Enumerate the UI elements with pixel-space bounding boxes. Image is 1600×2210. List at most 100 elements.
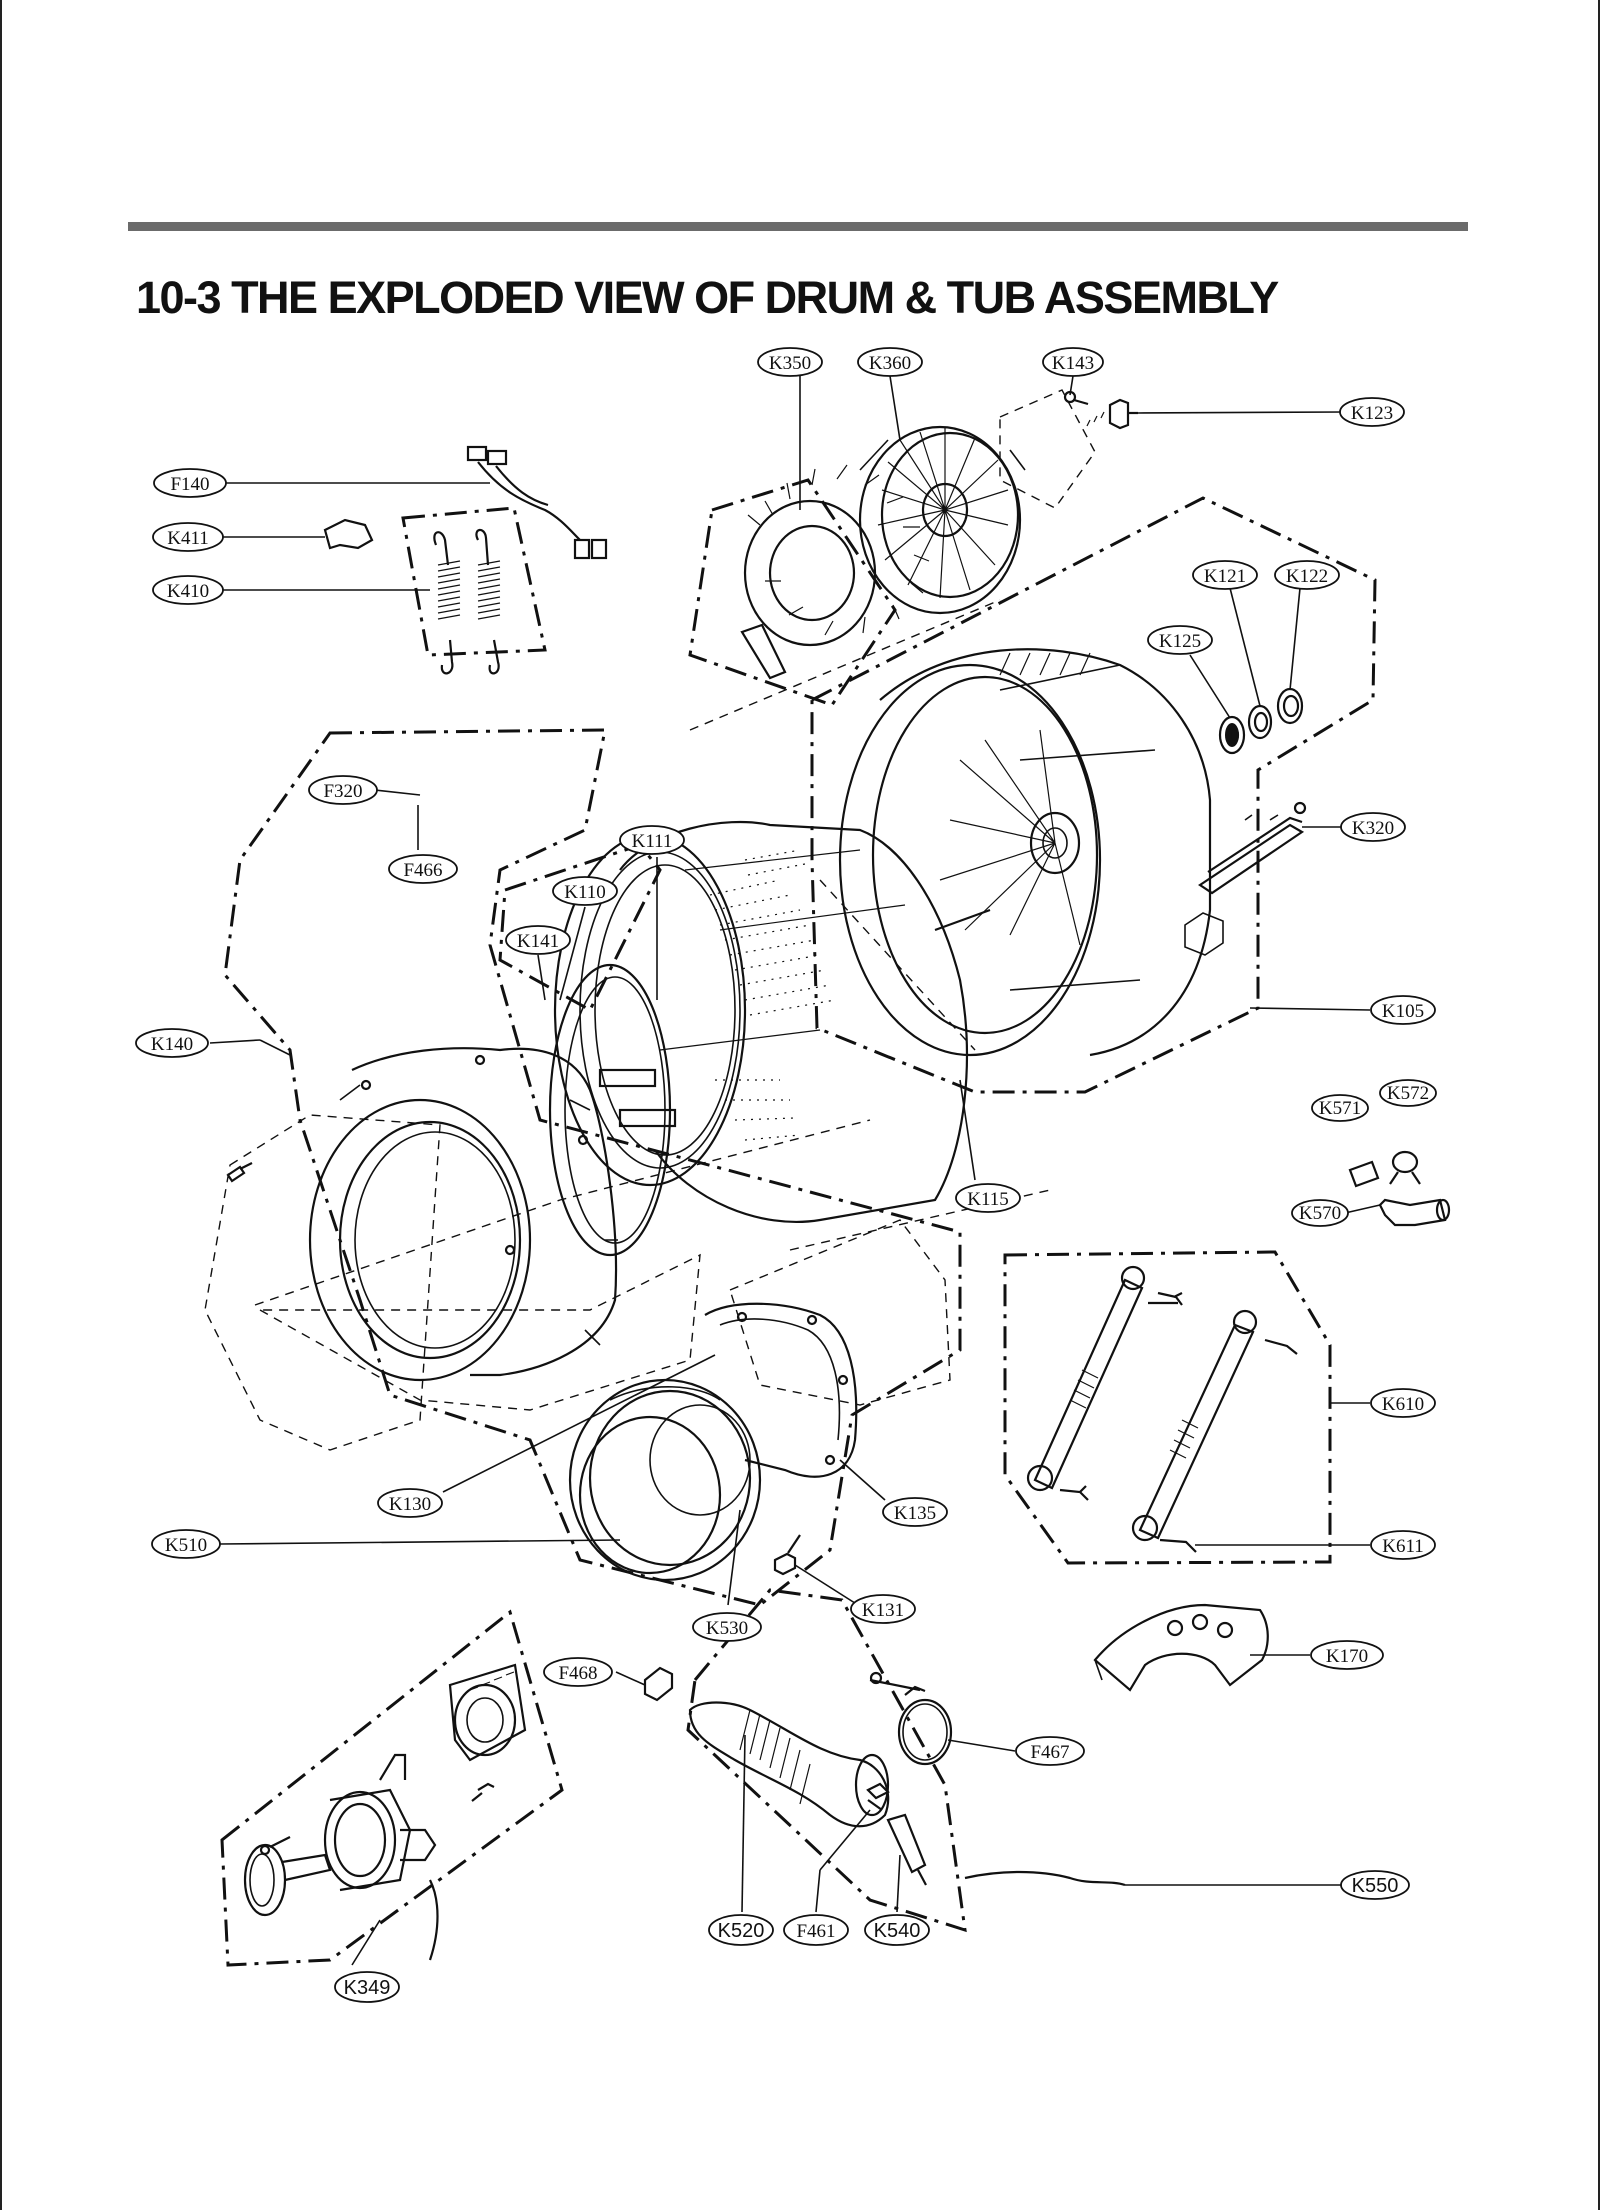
callout-f468: F468	[543, 1657, 613, 1687]
rotor-k360	[858, 425, 1026, 615]
svg-text:K111: K111	[632, 831, 673, 852]
clamp-f468	[643, 1666, 674, 1702]
screw-k131	[773, 1534, 801, 1576]
front-frame-projection	[257, 1253, 701, 1411]
svg-text:K320: K320	[1352, 818, 1394, 839]
callout-f320: F320	[308, 775, 378, 805]
callout-k570: K570	[1291, 1199, 1349, 1227]
springs-k410	[433, 528, 501, 675]
heater-k320	[1198, 801, 1307, 895]
pressure-sensor-k540	[886, 1813, 927, 1886]
svg-text:F466: F466	[403, 860, 442, 881]
leader-lines	[209, 375, 1381, 1966]
tub-front-group-boundary	[223, 728, 962, 1607]
wire-harness-f140	[466, 445, 608, 560]
callout-k572: K572	[1379, 1079, 1437, 1107]
callout-f461: F461	[783, 1914, 849, 1946]
svg-text:K141: K141	[517, 931, 559, 952]
svg-text:F140: F140	[170, 474, 209, 495]
motor-group-boundary	[688, 478, 897, 707]
svg-text:F461: F461	[796, 1921, 835, 1942]
callout-f140: F140	[153, 468, 227, 498]
svg-text:K125: K125	[1159, 631, 1201, 652]
callout-k611: K611	[1370, 1530, 1436, 1560]
callout-k115: K115	[955, 1183, 1021, 1213]
callout-k360: K360	[857, 347, 923, 377]
front-tub-projection	[204, 1114, 441, 1451]
lower-tub-projection	[729, 1219, 951, 1406]
spring-group-boundary	[401, 506, 547, 657]
damper-group-boundary	[1003, 1250, 1332, 1565]
front-bracket-k135	[704, 1302, 858, 1478]
svg-text:K610: K610	[1382, 1394, 1424, 1415]
callout-k141: K141	[505, 925, 571, 955]
callout-k530: K530	[692, 1612, 762, 1642]
svg-text:K123: K123	[1351, 403, 1393, 424]
svg-text:K130: K130	[389, 1494, 431, 1515]
svg-text:K411: K411	[167, 528, 209, 549]
callout-k143: K143	[1042, 347, 1104, 377]
door-gasket-k510	[568, 1378, 762, 1582]
callout-k110: K110	[552, 876, 618, 906]
svg-text:K349: K349	[344, 1977, 391, 1999]
svg-text:K115: K115	[967, 1189, 1009, 1210]
callout-k320: K320	[1340, 812, 1406, 842]
hose-clamp-f467	[869, 1671, 953, 1766]
callout-k349: K349	[334, 1971, 400, 2003]
callout-k170: K170	[1310, 1640, 1384, 1670]
drum-k110	[553, 820, 991, 1224]
drain-bellows-k520	[688, 1701, 890, 1828]
callout-k135: K135	[882, 1497, 948, 1527]
hose-group-boundary	[686, 1588, 967, 1933]
drum-group-boundary	[498, 843, 662, 1013]
callout-k411: K411	[152, 522, 224, 552]
svg-text:K350: K350	[769, 353, 811, 374]
svg-text:K510: K510	[165, 1535, 207, 1556]
callout-k111: K111	[619, 825, 685, 855]
drain-pump-k349	[243, 1663, 527, 1961]
page-title: 10-3 THE EXPLODED VIEW OF DRUM & TUB ASS…	[136, 272, 1279, 323]
clamp-f461	[866, 1782, 890, 1811]
svg-text:K360: K360	[869, 353, 911, 374]
bolt-k143	[1063, 390, 1089, 406]
callout-k410: K410	[152, 575, 224, 605]
svg-text:K530: K530	[706, 1618, 748, 1639]
callout-k130: K130	[377, 1488, 443, 1518]
svg-text:K611: K611	[1382, 1536, 1424, 1557]
rotor-projection	[999, 389, 1096, 509]
callout-k520: K520	[708, 1914, 774, 1946]
svg-text:F467: F467	[1030, 1742, 1069, 1763]
svg-text:K143: K143	[1052, 353, 1094, 374]
bolt-k123	[1086, 398, 1138, 430]
svg-text:K105: K105	[1382, 1001, 1424, 1022]
svg-text:K122: K122	[1286, 566, 1328, 587]
svg-text:K570: K570	[1299, 1203, 1341, 1224]
hose-fitting-k571	[1348, 1160, 1380, 1188]
rear-tub-k105	[838, 648, 1224, 1057]
svg-text:K110: K110	[564, 882, 606, 903]
callout-k131: K131	[850, 1594, 916, 1624]
bearing-k122	[1276, 687, 1304, 725]
bearing-k121	[1247, 704, 1273, 740]
callout-k123: K123	[1339, 397, 1405, 427]
svg-text:K135: K135	[894, 1503, 936, 1524]
weight-k170	[1093, 1603, 1269, 1692]
front-tub-projection-line	[254, 1119, 871, 1306]
clip-k411	[323, 518, 374, 550]
gasket-projection-line	[789, 1189, 1051, 1251]
callout-k122: K122	[1274, 560, 1340, 590]
callout-k140: K140	[135, 1028, 209, 1058]
callout-k105: K105	[1370, 995, 1436, 1025]
damper-k611	[1131, 1309, 1298, 1553]
svg-text:K520: K520	[718, 1920, 765, 1942]
header-rule	[128, 222, 1468, 231]
svg-text:K131: K131	[862, 1600, 904, 1621]
svg-text:K540: K540	[874, 1920, 921, 1942]
svg-text:F320: F320	[323, 781, 362, 802]
callout-k121: K121	[1192, 560, 1258, 590]
svg-text:K550: K550	[1352, 1875, 1399, 1897]
callout-k125: K125	[1147, 625, 1213, 655]
callout-k571: K571	[1311, 1094, 1369, 1122]
damper-k610	[1026, 1265, 1183, 1501]
